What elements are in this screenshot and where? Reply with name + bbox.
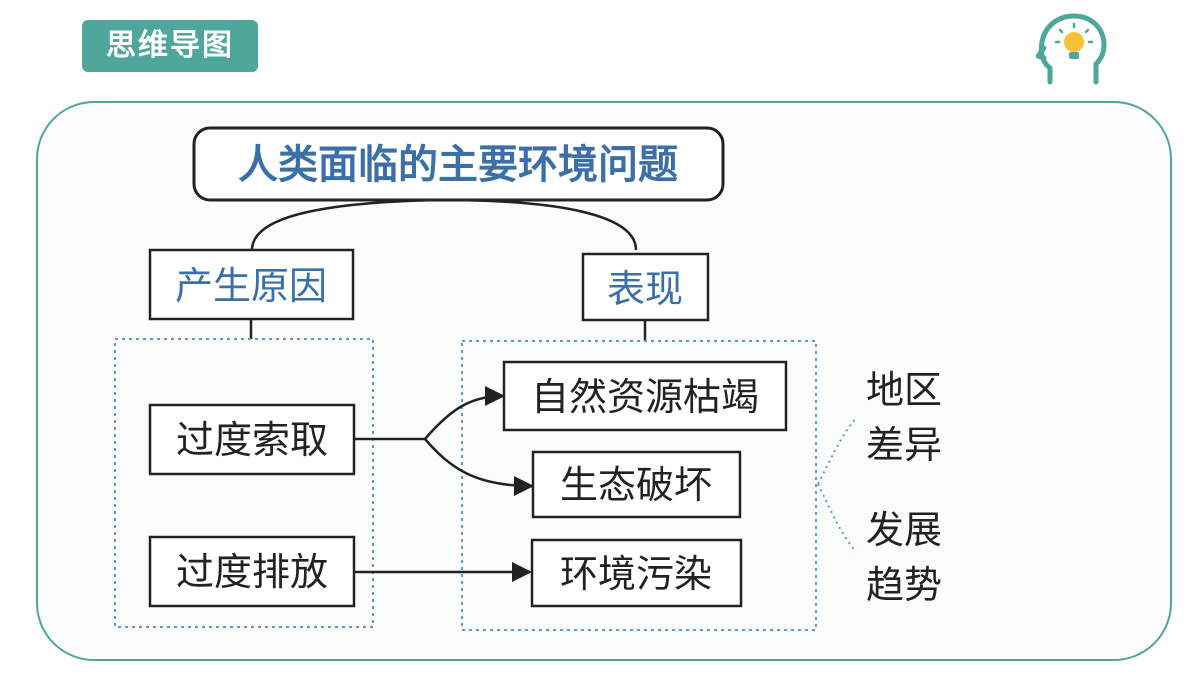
head-lightbulb-icon xyxy=(1036,13,1107,85)
manifestations-group xyxy=(461,340,817,631)
connector-root-causes xyxy=(250,198,638,251)
cause-over-emission-label: 过度排放 xyxy=(176,550,328,594)
note-trend-line-2: 趋势 xyxy=(866,563,942,607)
arrow-extraction-to-depletion xyxy=(424,386,505,440)
root-node-box xyxy=(192,126,725,202)
branch-causes-label: 产生原因 xyxy=(175,264,327,308)
manifestation-ecological-damage-box xyxy=(531,450,742,519)
cause-over-extraction-label: 过度索取 xyxy=(176,418,328,462)
note-trend-line-1: 发展 xyxy=(866,508,942,552)
arrow-extraction-to-ecological xyxy=(424,438,534,496)
branch-manifestations-box xyxy=(581,252,710,322)
root-node-label: 人类面临的主要环境问题 xyxy=(238,142,678,188)
manifestation-ecological-damage-label: 生态破坏 xyxy=(560,463,712,507)
mind-map-tag: 思维导图 xyxy=(82,20,258,72)
manifestation-resource-depletion-box xyxy=(502,360,788,432)
manifestation-pollution-box xyxy=(530,538,743,608)
cause-over-extraction-box xyxy=(148,403,356,476)
note-regional-line-2: 差异 xyxy=(866,423,942,467)
branch-causes-box xyxy=(148,248,355,321)
bracket-trend xyxy=(817,483,857,553)
manifestation-resource-depletion-label: 自然资源枯竭 xyxy=(531,375,759,419)
manifestation-pollution-label: 环境污染 xyxy=(560,552,712,596)
bracket-regional xyxy=(817,417,857,485)
branch-manifestations-label: 表现 xyxy=(607,267,683,311)
note-regional-line-1: 地区 xyxy=(866,368,942,412)
causes-group xyxy=(114,338,374,628)
